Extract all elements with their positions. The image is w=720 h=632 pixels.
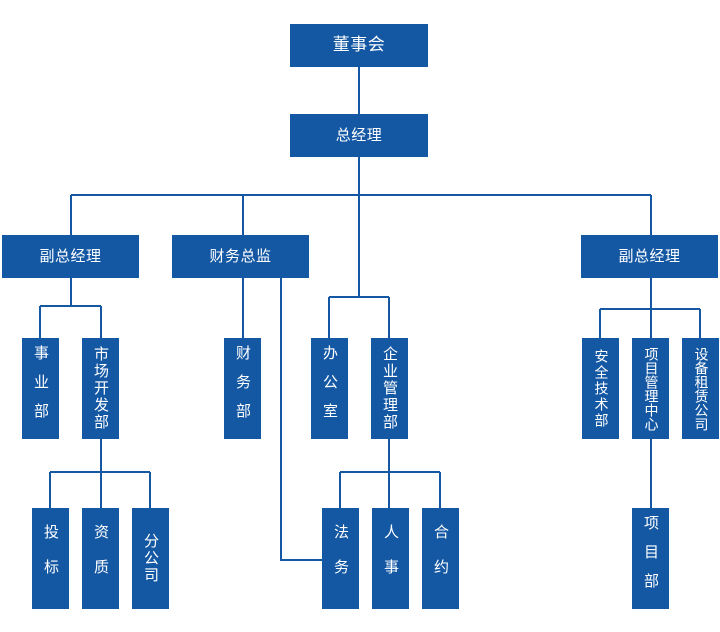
node-project-dept: 项目部 (632, 508, 669, 609)
node-enterprise-dept: 企业管理部 (371, 338, 408, 439)
node-board: 董事会 (290, 24, 428, 67)
node-hr: 人事 (372, 508, 409, 609)
node-cfo: 财务总监 (172, 235, 309, 278)
node-equipment-company: 设备租赁公司 (682, 338, 719, 439)
node-project-center: 项目管理中心 (632, 338, 669, 439)
node-market-dept: 市场开发部 (82, 338, 119, 439)
node-finance-dept: 财务部 (224, 338, 261, 439)
node-safety-dept: 安全技术部 (582, 338, 619, 439)
node-vice-gm-right: 副总经理 (581, 235, 718, 278)
node-legal: 法务 (322, 508, 359, 609)
node-vice-gm-left: 副总经理 (2, 235, 139, 278)
node-business-dept: 事业部 (22, 338, 59, 439)
node-office: 办公室 (311, 338, 348, 439)
node-bidding: 投标 (32, 508, 69, 609)
node-branch-company: 分公司 (132, 508, 169, 609)
connector-cfo-to-legal (280, 278, 322, 561)
node-general-manager: 总经理 (290, 114, 428, 157)
node-qualification: 资质 (82, 508, 119, 609)
node-contract: 合约 (422, 508, 459, 609)
